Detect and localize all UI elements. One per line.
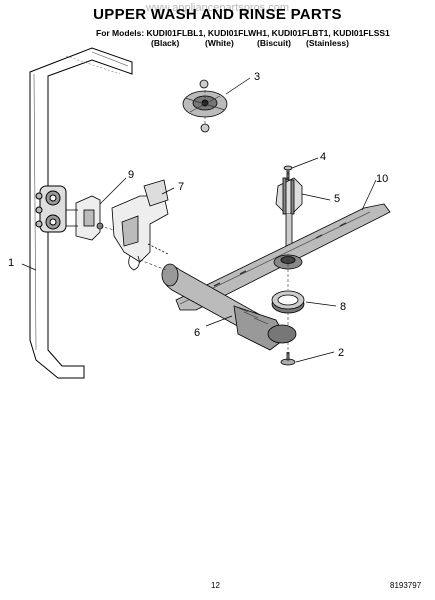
finish-stainless: (Stainless): [306, 38, 349, 48]
part-9-bracket[interactable]: [66, 195, 104, 241]
callout-7: 7: [178, 181, 184, 193]
callout-6: 6: [194, 327, 200, 339]
page-number: 12: [211, 581, 220, 590]
finish-biscuit: (Biscuit): [257, 38, 291, 48]
callout-leaders: [21, 77, 377, 363]
part-7-manifold[interactable]: [111, 179, 169, 271]
watermark: www.appliancepartspros.com: [145, 2, 290, 14]
finish-white: (White): [205, 38, 234, 48]
callout-9: 9: [128, 169, 134, 181]
part-2-screw[interactable]: [280, 352, 296, 366]
assembly-lines: [99, 90, 289, 354]
part-8-seal-ring[interactable]: [271, 290, 305, 314]
part-6-feed-tube[interactable]: [161, 263, 297, 351]
part-3-spray-cap[interactable]: [182, 79, 228, 133]
callout-4: 4: [320, 151, 326, 163]
callout-1: 1: [8, 257, 14, 269]
callout-3: 3: [254, 71, 260, 83]
finish-black: (Black): [151, 38, 180, 48]
part-10-spray-arm[interactable]: [175, 203, 391, 311]
callout-10: 10: [376, 173, 388, 185]
model-list: For Models: KUDI01FLBL1, KUDI01FLWH1, KU…: [96, 28, 390, 38]
callout-2: 2: [338, 347, 344, 359]
page-title: UPPER WASH AND RINSE PARTS: [93, 6, 342, 23]
callout-5: 5: [334, 193, 340, 205]
document-number: 8193797: [390, 581, 422, 590]
part-1-supply-tube[interactable]: [29, 47, 133, 379]
callout-8: 8: [340, 301, 346, 313]
